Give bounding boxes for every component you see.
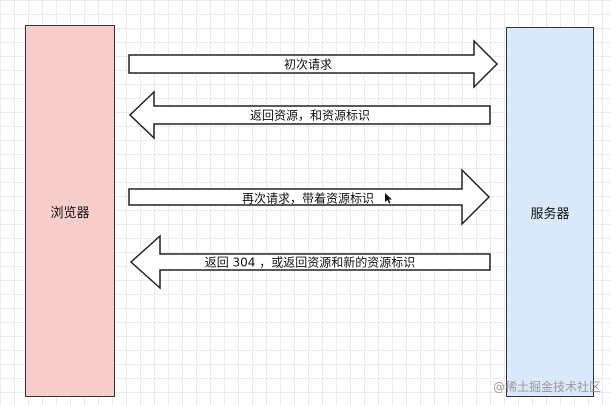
arrow-return-304	[129, 234, 491, 290]
browser-node: 浏览器	[25, 25, 115, 397]
browser-label: 浏览器	[50, 205, 90, 221]
arrow-return-resource	[128, 90, 491, 140]
watermark: @稀土掘金技术社区	[492, 380, 601, 394]
arrow-initial-request	[128, 39, 499, 89]
arrow-label-4: 返回 304 ，或返回资源和新的资源标识	[204, 255, 416, 270]
server-node: 服务器	[506, 27, 594, 397]
arrow-label-2: 返回资源，和资源标识	[249, 108, 371, 123]
server-label: 服务器	[530, 206, 570, 222]
arrow-label-3: 再次请求，带着资源标识	[241, 191, 375, 206]
arrow-second-request	[128, 168, 491, 226]
arrow-label-1: 初次请求	[283, 57, 333, 72]
mouse-cursor-icon	[385, 193, 392, 204]
